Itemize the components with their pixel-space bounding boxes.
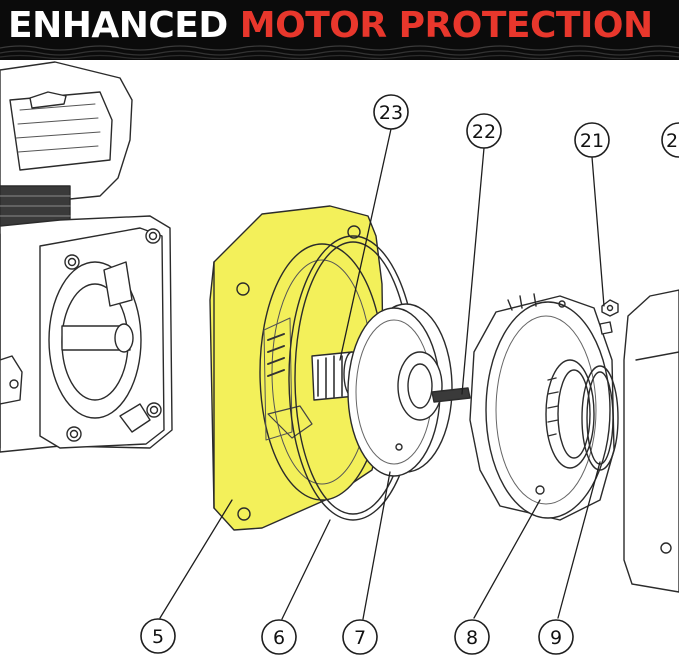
callout-22-label: 22 <box>472 121 496 143</box>
callout-6: 6 <box>261 619 297 655</box>
diffuser-seal-ring <box>545 359 595 469</box>
part-21-nut <box>601 299 619 317</box>
callout-partial-right: 2 <box>661 122 679 158</box>
callout-leaders <box>159 128 605 620</box>
banner-title: ENHANCED MOTOR PROTECTION <box>8 4 653 48</box>
callout-5: 5 <box>140 618 176 654</box>
callout-23: 23 <box>373 94 409 130</box>
callout-6-label: 6 <box>273 627 285 649</box>
title-banner: ENHANCED MOTOR PROTECTION <box>0 0 679 60</box>
callout-21: 21 <box>574 122 610 158</box>
banner-title-word-motor-protection: MOTOR PROTECTION <box>239 5 653 46</box>
callout-21-label: 21 <box>580 130 604 152</box>
callout-7: 7 <box>342 619 378 655</box>
callout-8-label: 8 <box>466 627 478 649</box>
exploded-view-drawing: 23 22 21 2 5 6 7 8 <box>0 61 679 655</box>
callout-9-label: 9 <box>550 627 562 649</box>
callout-9: 9 <box>538 619 574 655</box>
motor-housing <box>0 61 173 453</box>
callout-8: 8 <box>454 619 490 655</box>
banner-wave-stripes <box>0 45 679 60</box>
callout-5-label: 5 <box>152 626 164 648</box>
callout-partial-right-label: 2 <box>666 130 678 152</box>
callout-23-label: 23 <box>379 102 403 124</box>
part-7-impeller <box>347 303 453 477</box>
callout-7-label: 7 <box>354 627 366 649</box>
pump-housing <box>623 289 679 593</box>
banner-title-word-enhanced: ENHANCED <box>8 5 228 46</box>
callout-22: 22 <box>466 113 502 149</box>
part-22-shaft <box>431 387 471 403</box>
